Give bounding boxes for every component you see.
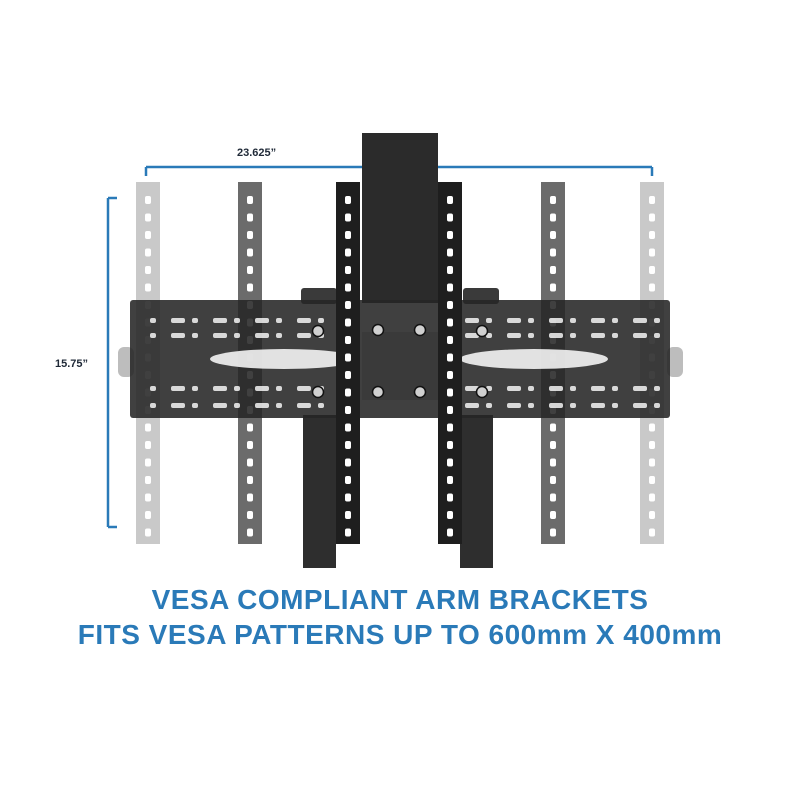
- caption-headline: VESA COMPLIANT ARM BRACKETS: [151, 584, 649, 615]
- bolt-4: [475, 385, 489, 399]
- upright-pole-left: [303, 415, 336, 568]
- bolt-2: [311, 385, 325, 399]
- knob-right: [667, 347, 683, 377]
- arm-bracket-group-inner: [336, 182, 462, 544]
- height-dimension-line: [106, 196, 117, 529]
- upright-column-top: [362, 133, 438, 303]
- bolt-3: [475, 324, 489, 338]
- upright-pole-right: [460, 415, 493, 568]
- vesa-arm-inner-right: [438, 182, 462, 544]
- height-dimension-label: 15.75”: [55, 358, 89, 370]
- bolt-5: [371, 323, 385, 337]
- plate-slot-left: [210, 349, 358, 369]
- vesa-arm-inner-left: [336, 182, 360, 544]
- bolt-8: [413, 385, 427, 399]
- bolt-7: [371, 385, 385, 399]
- bolt-set: [311, 323, 489, 399]
- plate-slot-right: [460, 349, 608, 369]
- bolt-6: [413, 323, 427, 337]
- caption-subline: FITS VESA PATTERNS UP TO 600mm X 400mm: [77, 619, 723, 650]
- wall-plate: [130, 300, 670, 418]
- bolt-1: [311, 324, 325, 338]
- width-dimension-label: 23.625”: [237, 147, 277, 159]
